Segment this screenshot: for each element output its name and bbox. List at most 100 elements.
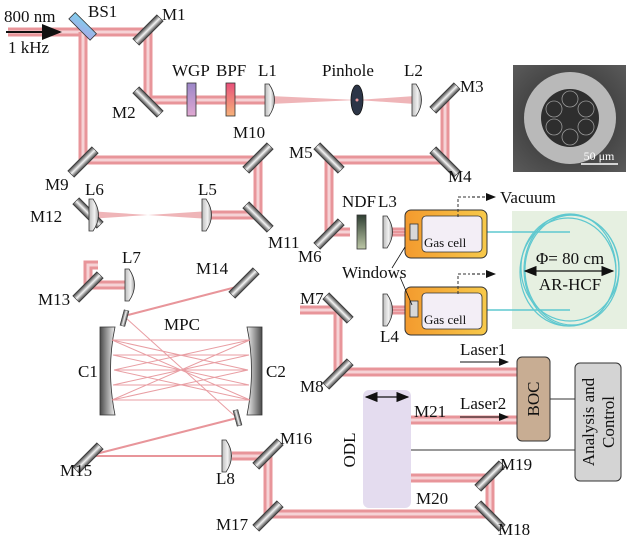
mirror-label-m17: M17 <box>216 515 249 534</box>
lens-label-l3: L3 <box>378 192 397 211</box>
gas-cell-2-label: Gas cell <box>424 312 467 327</box>
mirror-label-m13: M13 <box>38 290 70 309</box>
analysis-label-line1: Analysis and <box>579 377 598 466</box>
focus-taper <box>88 211 148 219</box>
focus-taper <box>270 96 357 104</box>
beam-segment-core <box>81 32 260 217</box>
mpc-ray <box>125 317 238 419</box>
lens-l4 <box>382 293 393 327</box>
fiber-background <box>512 211 627 329</box>
mirror-m11 <box>242 201 274 233</box>
window-2 <box>409 300 419 318</box>
beam-segment <box>78 32 263 220</box>
mpc-ray <box>111 339 251 401</box>
mirror-label-m20: M20 <box>416 489 448 508</box>
window-1 <box>409 223 419 241</box>
mirror-m10 <box>242 142 274 174</box>
mirror-label-m3: M3 <box>460 77 484 96</box>
mirror-label-m19: M19 <box>500 455 532 474</box>
lens-l8 <box>221 439 232 473</box>
beamsplitter-bs1 <box>68 11 98 41</box>
sem-fiber-cross-section-inset: 50 μm <box>513 65 626 172</box>
optical-delay-line <box>363 390 411 508</box>
lens-label-l6: L6 <box>85 180 104 199</box>
mirror-m17 <box>252 500 284 532</box>
gas-cell-1: Gas cell <box>404 193 496 259</box>
mirror-label-m14: M14 <box>196 259 229 278</box>
c1-label: C1 <box>78 362 98 381</box>
beam-segment-core <box>86 263 128 287</box>
mirror-label-m6: M6 <box>298 247 322 266</box>
mirror-m3 <box>429 82 461 114</box>
bs1-label: BS1 <box>88 2 117 21</box>
mirror-m8 <box>322 358 354 390</box>
laser2-label: Laser2 <box>460 394 506 413</box>
lens-l2 <box>411 83 422 117</box>
beam-thin <box>87 417 238 457</box>
input-wavelength: 800 nm <box>4 7 55 26</box>
mirror-label-m10: M10 <box>233 123 265 142</box>
mirror-m9 <box>67 146 99 178</box>
mirror-m1 <box>132 14 164 46</box>
mirror-m5 <box>313 142 345 174</box>
mirror-label-m2: M2 <box>112 103 136 122</box>
lens-l1 <box>264 83 275 117</box>
odl-label: ODL <box>340 433 359 468</box>
mirror-m19 <box>474 460 506 492</box>
lens-label-l5: L5 <box>198 180 217 199</box>
lens-l3 <box>382 215 393 249</box>
mirror-m13 <box>72 271 104 303</box>
mirror-m14 <box>228 267 260 299</box>
neutral-density-filter <box>356 214 367 250</box>
mpc-ray <box>113 339 251 371</box>
mirror-label-m9: M9 <box>45 175 69 194</box>
wgp-label: WGP <box>172 61 210 80</box>
focus-taper <box>357 96 415 104</box>
mpc-input-pickoff <box>119 309 130 327</box>
lens-label-l1: L1 <box>258 61 277 80</box>
windows-leader-2 <box>399 276 413 306</box>
fiber-diameter-label: Φ= 80 cm <box>536 249 604 268</box>
lens-l5 <box>201 198 212 232</box>
mirror-label-m15: M15 <box>60 461 92 480</box>
mirror-m4 <box>429 146 461 178</box>
mirror-label-m12: M12 <box>30 207 62 226</box>
mirror-label-m7: M7 <box>300 289 324 308</box>
vacuum-label: Vacuum <box>500 188 556 207</box>
c2-label: C2 <box>266 362 286 381</box>
mirror-label-m11: M11 <box>268 233 300 252</box>
lens-label-l2: L2 <box>404 61 423 80</box>
mirror-label-m5: M5 <box>289 143 313 162</box>
boc-label: BOC <box>524 382 543 417</box>
mpc-ray <box>111 369 249 401</box>
bandpass-filter <box>225 82 236 117</box>
mirror-m2 <box>132 86 164 118</box>
input-rep-rate: 1 kHz <box>8 38 50 57</box>
mirror-label-m1: M1 <box>162 5 186 24</box>
mpc-mirror-c1 <box>99 326 116 416</box>
mirror-m18 <box>474 500 506 532</box>
mpc-output-pickoff <box>232 409 243 427</box>
laser1-label: Laser1 <box>460 340 506 359</box>
mirror-m16 <box>252 438 284 470</box>
windows-label: Windows <box>342 263 406 282</box>
lenses <box>88 83 422 473</box>
lens-l6 <box>88 198 99 232</box>
ndf-label: NDF <box>342 192 376 211</box>
gas-cell-2: Gas cell <box>404 270 496 336</box>
fiber-type-label: AR-HCF <box>539 275 601 294</box>
mirror-label-m8: M8 <box>300 377 324 396</box>
mirror-m7 <box>322 292 354 324</box>
pinhole-label: Pinhole <box>322 61 374 80</box>
mpc-label: MPC <box>164 315 200 334</box>
mirror-label-m18: M18 <box>498 520 530 539</box>
mirror-label-m16: M16 <box>280 429 312 448</box>
wire-grid-polarizer <box>186 82 197 117</box>
lens-l7 <box>124 268 135 302</box>
lens-label-l8: L8 <box>216 469 235 488</box>
mirror-label-m21: M21 <box>414 402 446 421</box>
multipass-cell <box>99 309 263 427</box>
mirrors <box>67 14 506 532</box>
